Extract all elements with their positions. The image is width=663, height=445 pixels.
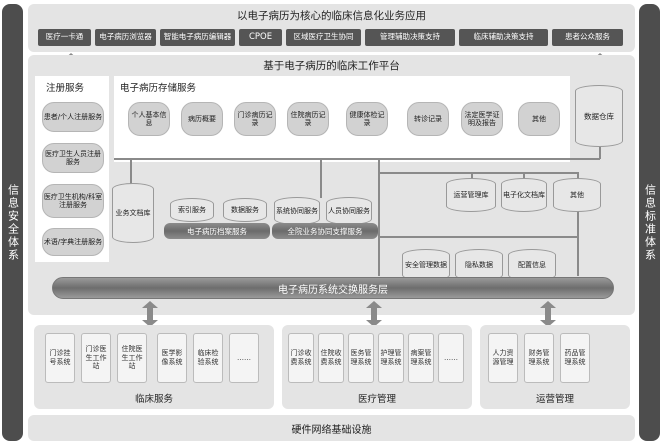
- storage-item[interactable]: 其他: [518, 102, 560, 136]
- emr-exchange-service-layer[interactable]: 电子病历系统交换服务层: [52, 277, 614, 299]
- full-coop-support-service[interactable]: 全院业务协同支撑服务: [272, 223, 378, 239]
- connector-line: [523, 172, 525, 180]
- registry-title: 注册服务: [46, 83, 85, 94]
- connector-line: [378, 172, 578, 174]
- arrow-up-down-icon: [540, 301, 556, 327]
- app-clinical-decision[interactable]: 临床辅助决策支持: [459, 29, 548, 46]
- medical-mgmt-system[interactable]: 医务管理系统: [348, 333, 374, 383]
- config-info[interactable]: 配置信息: [508, 249, 556, 281]
- storage-item[interactable]: 住院病历记录: [287, 102, 329, 136]
- app-card-1[interactable]: 医疗一卡通: [38, 29, 91, 46]
- storage-item[interactable]: 转诊记录: [407, 102, 449, 136]
- registry-item[interactable]: 患者/个人注册服务: [42, 102, 104, 132]
- storage-item[interactable]: 个人基本信息: [128, 102, 170, 136]
- registry-item[interactable]: 医疗卫生机构/科室注册服务: [42, 184, 104, 218]
- medical-mgmt-system[interactable]: 护理管理系统: [378, 333, 404, 383]
- operation-mgmt-system[interactable]: 药品管理系统: [560, 333, 590, 383]
- e-doc-db[interactable]: 电子化文档库: [501, 178, 547, 212]
- medical-mgmt-system[interactable]: 病案管理系统: [408, 333, 434, 383]
- connector-line: [599, 147, 601, 159]
- registry-item[interactable]: 医疗卫生人员注册服务: [42, 143, 104, 173]
- data-warehouse-db[interactable]: 数据仓库: [575, 85, 623, 147]
- app-mgmt-decision[interactable]: 管理辅助决策支持: [365, 29, 455, 46]
- app-emr-editor[interactable]: 智能电子病历编辑器: [160, 29, 235, 46]
- arrow-up-down-icon: [142, 301, 158, 327]
- connector-line: [114, 158, 600, 160]
- storage-item[interactable]: 病历概要: [181, 102, 223, 136]
- app-regional-coop[interactable]: 区域医疗卫生协同: [286, 29, 361, 46]
- clinical-services-title: 临床服务: [134, 394, 173, 405]
- app-public-service[interactable]: 患者公众服务: [552, 29, 623, 46]
- system-coop-db[interactable]: 系统协同服务: [274, 197, 320, 225]
- clinical-system[interactable]: 住院医生工作站: [117, 333, 147, 383]
- connector-line: [130, 158, 132, 185]
- staff-coop-db[interactable]: 人员协同服务: [326, 197, 372, 225]
- info-security-bar: 信息安全体系: [2, 4, 23, 441]
- medical-mgmt-system[interactable]: 门诊收费系统: [288, 333, 314, 383]
- privacy-data[interactable]: 隐私数据: [455, 249, 503, 281]
- hardware-network-infra: 硬件网络基础设施: [28, 415, 635, 441]
- connector-line: [320, 158, 322, 198]
- data-service-db[interactable]: 数据服务: [223, 198, 267, 222]
- medical-mgmt-system[interactable]: 住院收费系统: [318, 333, 344, 383]
- storage-item[interactable]: 法定医学证明及报告: [461, 102, 503, 136]
- medical-mgmt-system-more[interactable]: ……: [438, 333, 464, 383]
- emr-archive-service[interactable]: 电子病历档案服务: [164, 223, 270, 239]
- platform-title: 基于电子病历的临床工作平台: [263, 60, 400, 72]
- operation-mgmt-system[interactable]: 人力资源管理: [488, 333, 518, 383]
- storage-item[interactable]: 门诊病历记录: [234, 102, 276, 136]
- operation-mgmt-title: 运营管理: [535, 394, 574, 405]
- medical-mgmt-title: 医疗管理: [357, 394, 396, 405]
- clinical-system[interactable]: 临床检验系统: [193, 333, 223, 383]
- clinical-system[interactable]: 医学影像系统: [157, 333, 187, 383]
- info-standard-bar: 信息标准体系: [639, 4, 660, 441]
- storage-title: 电子病历存储服务: [120, 83, 197, 94]
- connector-line: [378, 158, 380, 276]
- other-db[interactable]: 其他: [553, 178, 601, 212]
- app-emr-browser[interactable]: 电子病历浏览器: [95, 29, 156, 46]
- clinical-system[interactable]: 门诊医生工作站: [81, 333, 111, 383]
- top-title: 以电子病历为核心的临床信息化业务应用: [237, 10, 426, 22]
- connector-line: [378, 236, 578, 238]
- app-cpoe[interactable]: CPOE: [239, 29, 282, 46]
- connector-line: [577, 172, 579, 276]
- storage-item[interactable]: 健康体检记录: [346, 102, 388, 136]
- ops-mgmt-db[interactable]: 运营管理库: [446, 178, 496, 212]
- arrow-up-down-icon: [366, 301, 382, 327]
- operation-mgmt-system[interactable]: 财务管理系统: [524, 333, 554, 383]
- index-service-db[interactable]: 索引服务: [170, 198, 214, 222]
- connector-line: [471, 172, 473, 180]
- clinical-system-more[interactable]: ……: [229, 333, 259, 383]
- registry-item[interactable]: 术语/字典注册服务: [42, 228, 104, 256]
- clinical-system[interactable]: 门诊挂号系统: [45, 333, 75, 383]
- business-doc-db[interactable]: 业务文档库: [112, 183, 154, 243]
